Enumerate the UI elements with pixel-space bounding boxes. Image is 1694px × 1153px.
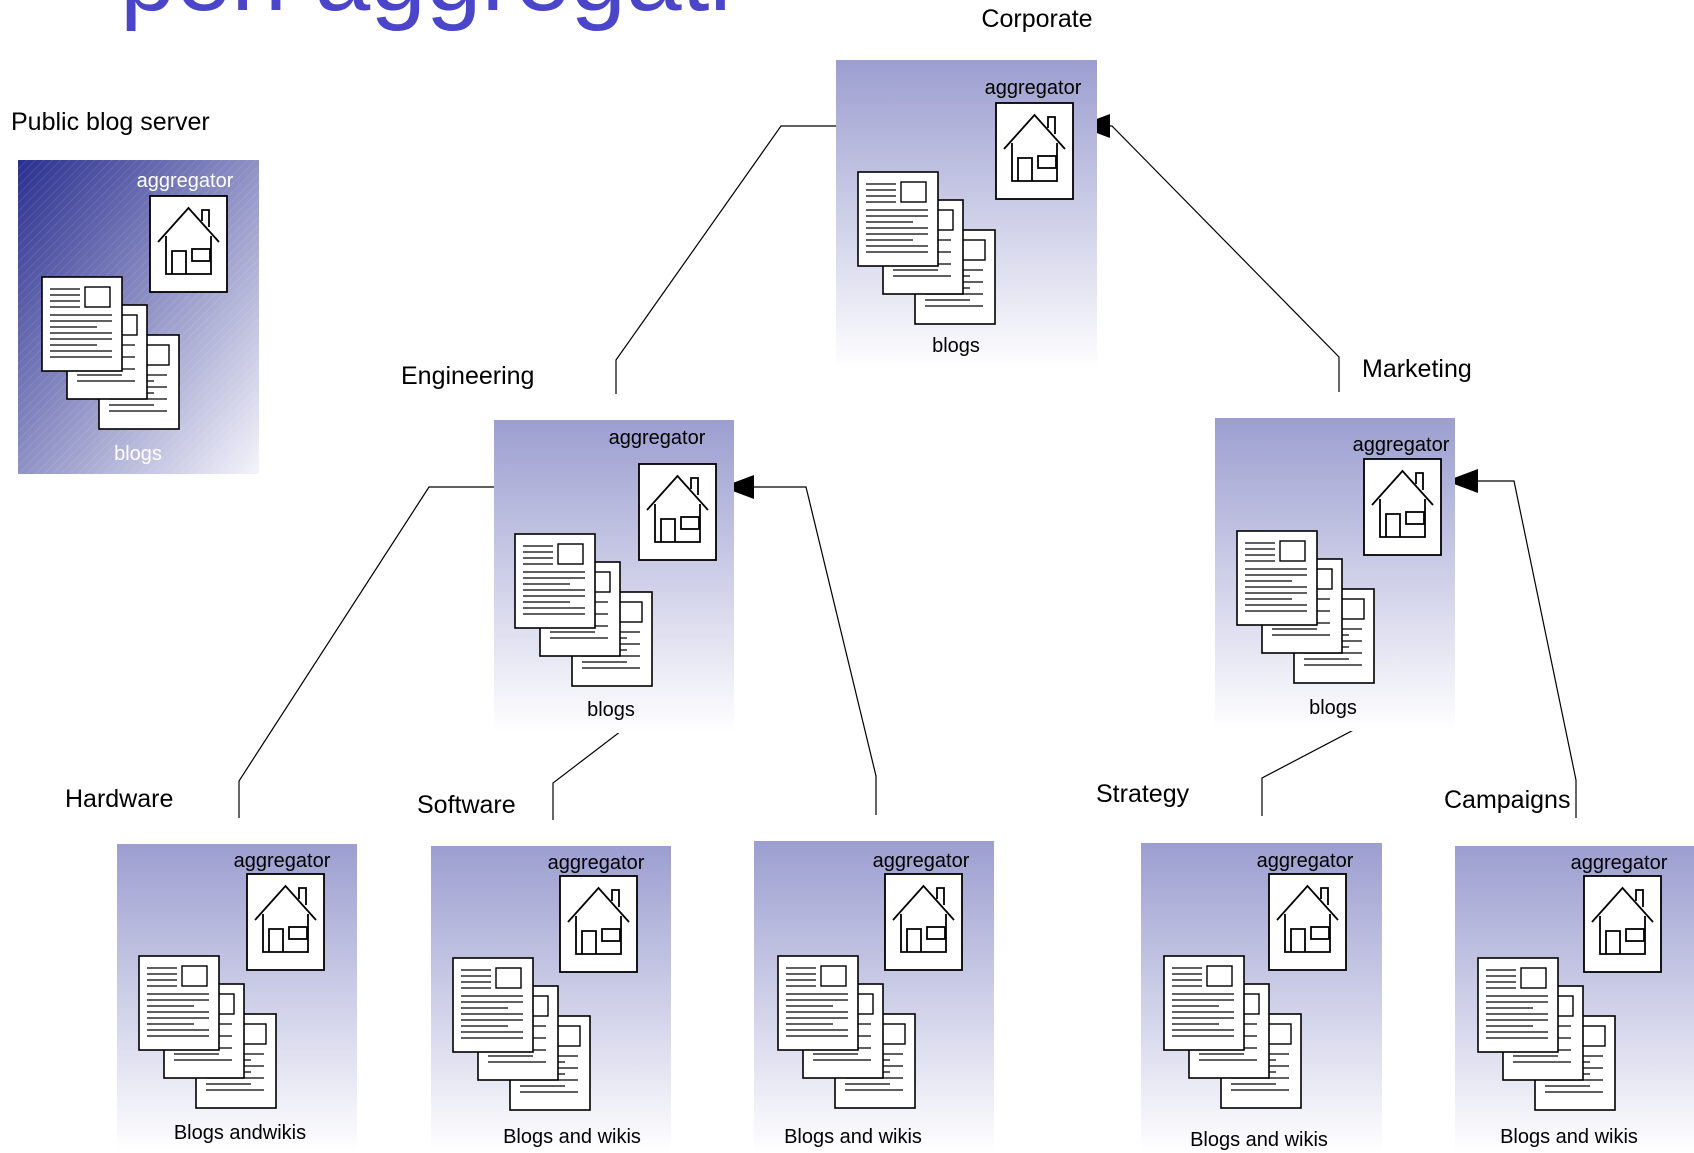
- group-label: Strategy: [1096, 780, 1190, 808]
- edge-third-to-engineering: [748, 486, 877, 815]
- aggregator-label: aggregator: [1257, 850, 1354, 872]
- document-page-front: [1477, 957, 1559, 1053]
- aggregator-label: aggregator: [234, 850, 331, 872]
- node-corporate: Corporate aggregator blogs: [836, 5, 1097, 371]
- document-stack-icon: [1163, 955, 1302, 1109]
- house-icon: [995, 102, 1074, 200]
- arrowhead-third-to-engineering: [722, 475, 754, 499]
- document-page-front: [41, 276, 123, 372]
- content-label: blogs: [1309, 697, 1357, 719]
- document-stack-icon: [777, 955, 916, 1109]
- node-engineering: Engineering aggregator blogs: [401, 362, 734, 733]
- node-marketing: Marketing aggregator blogs: [1215, 355, 1472, 731]
- content-label: blogs: [587, 699, 635, 721]
- document-stack-icon: [1477, 957, 1616, 1111]
- edge-campaigns-to-marketing: [1472, 480, 1577, 818]
- group-label: Engineering: [401, 362, 534, 390]
- aggregator-label: aggregator: [985, 77, 1082, 99]
- group-label: Public blog server: [11, 108, 210, 136]
- house-icon: [638, 463, 717, 561]
- aggregator-label: aggregator: [1571, 852, 1668, 874]
- document-stack-icon: [514, 533, 653, 687]
- document-page-front: [1236, 530, 1318, 626]
- house-icon: [1583, 875, 1662, 973]
- content-label: Blogs and wikis: [1500, 1126, 1638, 1148]
- house-icon: [559, 875, 638, 973]
- content-label: blogs: [114, 443, 162, 465]
- document-stack-icon: [857, 171, 996, 325]
- house-icon: [884, 873, 963, 971]
- content-label: Blogs andwikis: [174, 1122, 306, 1144]
- aggregator-label: aggregator: [137, 170, 234, 192]
- node-public: Public blog server aggregator blogs: [11, 108, 259, 474]
- group-label: Corporate: [981, 5, 1092, 33]
- group-label: Campaigns: [1444, 786, 1570, 814]
- aggregator-label: aggregator: [1353, 434, 1450, 456]
- document-page-front: [1163, 955, 1245, 1051]
- content-label: blogs: [932, 335, 980, 357]
- group-label: Marketing: [1362, 355, 1472, 383]
- house-icon: [1268, 873, 1347, 971]
- document-stack-icon: [138, 955, 277, 1109]
- aggregator-label: aggregator: [873, 850, 970, 872]
- slide-title: pen aggregati: [120, 0, 732, 32]
- arrowhead-campaigns-to-marketing: [1446, 469, 1478, 493]
- document-stack-icon: [1236, 530, 1375, 684]
- document-page-front: [857, 171, 939, 267]
- content-label: Blogs and wikis: [503, 1126, 641, 1148]
- aggregator-label: aggregator: [609, 427, 706, 449]
- aggregator-label: aggregator: [548, 852, 645, 874]
- document-page-front: [138, 955, 220, 1051]
- house-icon: [1363, 458, 1442, 556]
- document-stack-icon: [41, 276, 180, 430]
- group-label: Software: [417, 791, 516, 819]
- document-stack-icon: [452, 957, 591, 1111]
- group-label: Hardware: [65, 785, 173, 813]
- document-page-front: [452, 957, 534, 1053]
- nodes-layer: Public blog serveraggregatorblogsCorpora…: [11, 5, 1694, 1153]
- house-icon: [246, 873, 325, 971]
- content-label: Blogs and wikis: [1190, 1129, 1328, 1151]
- house-icon: [149, 195, 228, 293]
- document-page-front: [777, 955, 859, 1051]
- edge-marketing-to-corporate: [1102, 125, 1340, 392]
- content-label: Blogs and wikis: [784, 1126, 922, 1148]
- document-page-front: [514, 533, 596, 629]
